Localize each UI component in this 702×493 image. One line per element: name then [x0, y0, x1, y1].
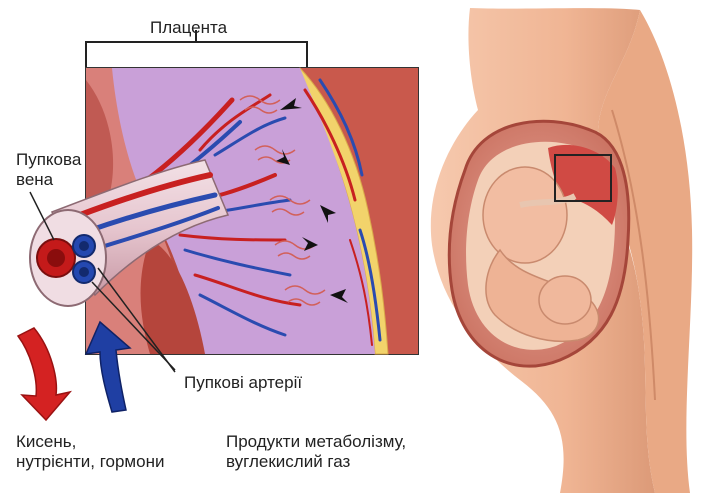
umbilical-vein-label-line2: вена: [16, 170, 53, 190]
from-fetus-label-line2: вуглекислий газ: [226, 452, 350, 472]
umbilical-arteries-label: Пупкові артерії: [184, 373, 302, 393]
placenta-label: Плацента: [150, 18, 227, 38]
to-fetus-label-line1: Кисень,: [16, 432, 76, 452]
umbilical-vein-label-line1: Пупкова: [16, 150, 81, 170]
to-fetus-label-line2: нутрієнти, гормони: [16, 452, 164, 472]
red-down-arrow-icon: [18, 328, 70, 420]
from-fetus-label-line1: Продукти метаболізму,: [226, 432, 406, 452]
pregnant-body: [431, 8, 692, 493]
placenta-bracket: [86, 42, 307, 68]
